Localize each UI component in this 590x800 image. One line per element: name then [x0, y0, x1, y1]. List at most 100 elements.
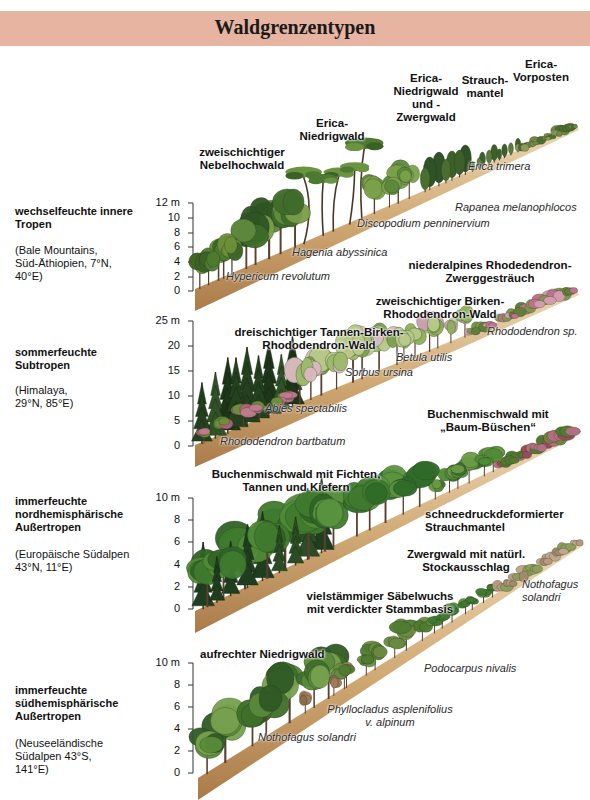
vegetation: [189, 540, 583, 775]
shrub: [559, 548, 569, 554]
tree: [525, 564, 542, 572]
tree-crown: [300, 695, 311, 705]
tree-crown: [454, 150, 465, 175]
axis-tick-label: 2: [136, 580, 180, 593]
tree: [501, 456, 520, 466]
tree: [502, 144, 508, 158]
tree: [299, 691, 311, 714]
location-label: (Europäische Südalpen 43°N, 11°E): [15, 548, 145, 574]
axis-tick-label: 2: [136, 270, 180, 283]
tree: [309, 174, 338, 236]
tree: [508, 143, 513, 156]
tree-crown: [389, 638, 404, 649]
tree-crown: [259, 685, 282, 711]
species-label: Rhododendron sp.: [487, 325, 578, 338]
tree: [287, 517, 303, 566]
shrub: [522, 452, 531, 459]
tree-crown: [345, 143, 364, 151]
shrub: [532, 565, 542, 573]
tree: [559, 123, 575, 132]
tree-crown: [465, 597, 476, 602]
shrub: [532, 141, 538, 145]
zone-label: Buchenmischwald mit Fichten, Tannen und …: [198, 468, 394, 494]
tree: [199, 248, 220, 285]
tree: [345, 137, 384, 219]
tree: [526, 299, 545, 308]
axis-tick: [188, 587, 193, 588]
tree-crown: [364, 179, 383, 199]
tree-crown: [324, 178, 337, 184]
tree: [272, 189, 310, 248]
zone-label: Strauch- mantel: [455, 74, 515, 100]
shrub: [521, 144, 529, 151]
tree: [529, 141, 539, 146]
tree: [497, 149, 502, 160]
tree-crown: [304, 367, 317, 382]
tree: [426, 616, 442, 633]
axis-tick-label: 4: [136, 255, 180, 268]
tree-crown: [452, 466, 467, 476]
species-label: Rhododendron bartbatum: [220, 435, 345, 448]
axis-tick-label: 5: [136, 414, 180, 427]
location-label: (Neuseeländische Südalpen 43°S, 141°E): [15, 737, 107, 776]
tree: [536, 558, 552, 566]
species-label: Nothofagus solandri: [522, 578, 584, 604]
conifer-crown: [271, 554, 287, 571]
tree-crown: [219, 418, 230, 425]
tree: [247, 520, 290, 579]
axis-tick: [188, 371, 193, 372]
axis-tick-label: 2: [136, 744, 180, 757]
shrub: [565, 427, 580, 436]
tree-crown: [283, 189, 304, 215]
tree: [475, 455, 493, 476]
tree: [312, 499, 348, 548]
zone-label: Erica- Niedrigwald: [292, 117, 372, 143]
zone-label: zweischichtiger Birken- Rhododendron-Wal…: [352, 295, 528, 321]
tree-crown: [249, 404, 263, 411]
tree: [569, 124, 577, 129]
tree: [530, 444, 547, 452]
tree: [271, 525, 287, 573]
tree-crown: [365, 483, 387, 504]
tree-crown: [476, 588, 487, 595]
axis-tick-label: 20: [136, 339, 180, 352]
tree: [296, 660, 330, 708]
conifer-crown: [192, 582, 215, 606]
tree-crown: [210, 707, 239, 734]
tree-crown: [413, 461, 440, 480]
axis-tick-label: 4: [136, 722, 180, 735]
axis-tick: [188, 773, 193, 774]
axis-tick: [188, 396, 193, 397]
shrub: [546, 137, 551, 141]
axis-tick: [188, 277, 193, 278]
tree: [384, 636, 407, 658]
axis-tick: [188, 609, 193, 610]
shrub: [573, 124, 577, 129]
zone-label: aufrechter Niedrigwald: [200, 648, 325, 661]
axis-tick-label: 4: [136, 558, 180, 571]
region-label: sommerfeuchte Subtropen: [15, 346, 115, 372]
tree: [451, 463, 468, 489]
tree-crown: [508, 143, 513, 154]
species-label: Erica trimera: [468, 160, 530, 173]
ground-slope: [195, 432, 576, 633]
tree-crown: [466, 597, 476, 603]
axis-tick: [188, 520, 193, 521]
tree-crown: [310, 665, 330, 688]
axis-tick-label: 10: [136, 211, 180, 224]
tree: [542, 136, 550, 140]
zone-label: vielstämmiger Säbelwuchs mit verdickter …: [301, 590, 459, 616]
tree: [429, 480, 446, 500]
tree: [420, 168, 430, 192]
tree: [441, 159, 451, 183]
tree: [563, 287, 578, 295]
tree-crown: [285, 172, 303, 180]
conifer-crown: [287, 546, 303, 563]
tree: [249, 401, 266, 421]
axis-tick-label: 8: [136, 513, 180, 526]
axis-tick: [188, 321, 193, 322]
tree-crown: [198, 428, 210, 435]
tree-crown: [356, 166, 369, 172]
tree-trunk: [333, 176, 338, 231]
